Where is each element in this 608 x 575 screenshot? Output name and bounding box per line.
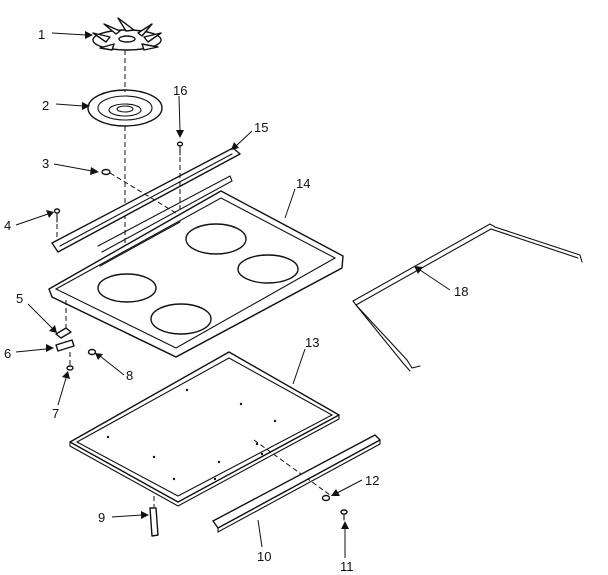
part-trim-strip — [51, 147, 241, 253]
part-nut-7 — [66, 365, 74, 371]
callout-7: 7 — [52, 406, 59, 421]
part-bottom-trim — [212, 434, 381, 533]
callout-2: 2 — [42, 98, 49, 113]
callout-3: 3 — [42, 156, 49, 171]
callout-18: 18 — [454, 284, 468, 299]
part-screw-16 — [176, 141, 184, 156]
callout-4: 4 — [4, 218, 11, 233]
alignment-line-3 — [109, 172, 177, 214]
callout-15: 15 — [254, 120, 268, 135]
callout-6: 6 — [4, 346, 11, 361]
part-support-rod — [352, 223, 583, 372]
part-hinge-bracket — [55, 327, 75, 352]
part-cooktop — [48, 190, 344, 358]
part-screw-4 — [53, 208, 61, 223]
callout-1: 1 — [38, 27, 45, 42]
part-screw-12 — [321, 494, 331, 502]
part-screw-8 — [87, 348, 97, 356]
part-bottom-pan — [69, 351, 340, 507]
part-burner-grate — [92, 17, 162, 51]
callout-numbers: 1 2 3 4 5 6 7 8 9 10 11 12 13 14 15 16 1… — [4, 27, 468, 574]
leader-lines — [15, 31, 451, 558]
callout-8: 8 — [126, 368, 133, 383]
callout-14: 14 — [296, 176, 310, 191]
callout-11: 11 — [340, 559, 354, 574]
callout-12: 12 — [365, 473, 379, 488]
part-clip-3 — [101, 168, 111, 176]
part-drip-pan — [87, 89, 163, 127]
callout-10: 10 — [257, 549, 271, 564]
callout-9: 9 — [98, 510, 105, 525]
callout-13: 13 — [305, 335, 319, 350]
part-screw-11 — [340, 509, 348, 521]
callout-5: 5 — [16, 291, 23, 306]
callout-16: 16 — [173, 83, 187, 98]
part-leg — [149, 507, 159, 537]
